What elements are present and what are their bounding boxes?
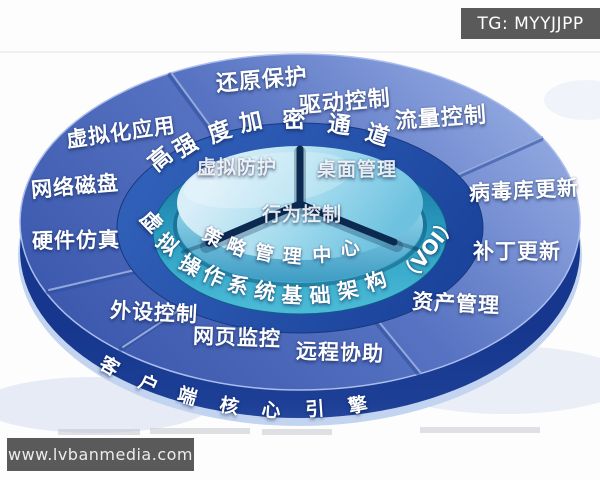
arc-char-engine-3: 核	[217, 393, 241, 420]
label-remote-assist: 远程协助	[295, 338, 385, 367]
arc-char-infra-6: 基	[280, 282, 304, 309]
label-virtual-protection: 虚拟防护	[196, 156, 278, 179]
arc-char-policy-4: 中	[311, 244, 333, 267]
label-virus-db-update: 病毒库更新	[468, 175, 580, 206]
arc-char-policy-5: 心	[338, 235, 362, 262]
arc-char-encrypt-5: 通	[325, 111, 353, 140]
photo-top-edge	[0, 51, 600, 53]
label-asset-management: 资产管理	[411, 289, 501, 318]
arc-char-engine-6: 擎	[346, 392, 370, 419]
pie-divider-y	[181, 145, 422, 254]
arc-char-infra-7: 础	[308, 282, 332, 309]
arc-char-policy-3: 理	[281, 244, 303, 269]
segment-grooves	[45, 72, 544, 376]
arc-char-encrypt-4: 密	[282, 107, 306, 134]
label-peripheral-control: 外设控制	[109, 298, 199, 327]
tg-watermark-badge: TG: MYYJJPP	[461, 8, 600, 39]
highlight-top-right	[544, 80, 600, 120]
pie-sheen	[183, 151, 353, 209]
label-web-monitor: 网页监控	[192, 323, 282, 352]
arc-char-engine-4: 心	[260, 398, 282, 423]
arc-char-encrypt-3: 加	[236, 107, 265, 138]
photo-bottom-artifacts	[58, 427, 540, 435]
site-watermark-badge: www.lvbanmedia.com	[7, 438, 194, 471]
arc-char-infra-8: 架	[335, 276, 361, 305]
label-behavior-control: 行为控制	[261, 203, 343, 226]
label-patch-update: 补丁更新	[473, 239, 561, 264]
label-hardware-sim: 硬件仿真	[31, 227, 121, 254]
arc-char-infra-5: 统	[252, 277, 278, 306]
label-desktop-management: 桌面管理	[316, 158, 398, 181]
arc-char-engine-5: 引	[304, 397, 326, 422]
